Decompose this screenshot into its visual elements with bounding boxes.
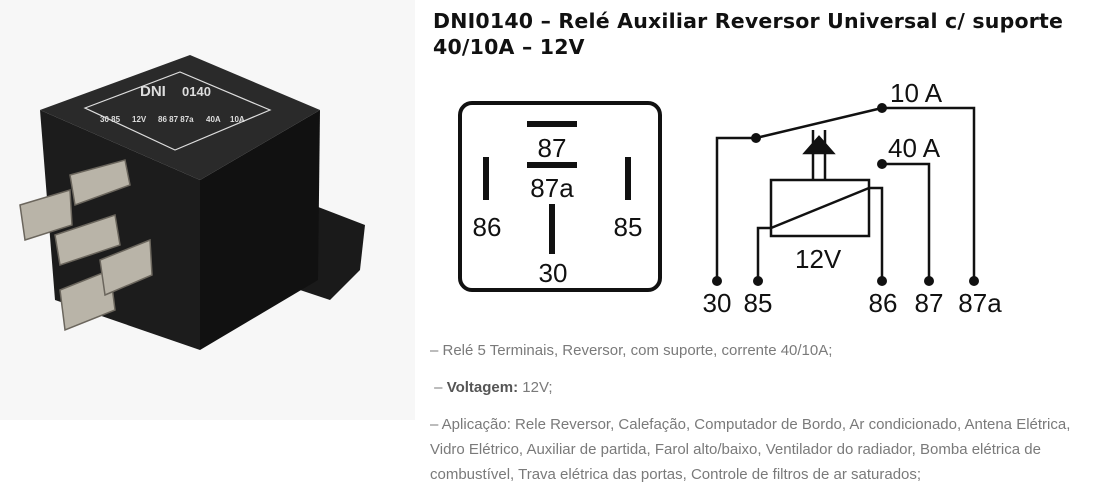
pin-label-87a: 87a <box>530 173 574 203</box>
description-application: – Aplicação: Rele Reversor, Calefação, C… <box>430 416 1071 483</box>
schematic-pin-30: 30 <box>703 288 732 318</box>
photo-model: 0140 <box>182 84 211 99</box>
voltage-prefix: – <box>434 379 447 396</box>
pin-label-85: 85 <box>614 212 643 242</box>
schematic-diagram <box>712 103 979 286</box>
schematic-pin-87a: 87a <box>958 288 1002 318</box>
relay-diagrams: 87 87a 86 85 30 10 A 40 A 12V 30 85 86 <box>458 78 1002 318</box>
product-title: DNI0140 – Relé Auxiliar Reversor Univers… <box>433 9 1064 59</box>
schematic-40a-label: 40 A <box>888 133 941 163</box>
photo-10a: 10A <box>230 115 245 124</box>
schematic-pin-87: 87 <box>915 288 944 318</box>
voltage-value: 12V; <box>518 379 553 396</box>
description-terminals: – Relé 5 Terminais, Reversor, com suport… <box>430 342 833 359</box>
schematic-10a-label: 10 A <box>890 78 943 108</box>
photo-left-pins: 30 85 <box>100 115 121 124</box>
photo-brand: DNI <box>140 83 166 100</box>
description-voltage: – Voltagem: 12V; <box>430 375 1090 400</box>
schematic-pin-86: 86 <box>869 288 898 318</box>
photo-right-pins: 86 87 87a <box>158 115 194 124</box>
pin-label-86: 86 <box>473 212 502 242</box>
voltage-label: Voltagem: <box>446 379 519 396</box>
schematic-pin-85: 85 <box>744 288 773 318</box>
photo-voltage: 12V <box>132 115 147 124</box>
pin-label-87: 87 <box>538 133 567 163</box>
schematic-coil-label: 12V <box>795 244 842 274</box>
photo-40a: 40A <box>206 115 221 124</box>
product-image: DNI 0140 30 85 12V 86 87 87a 40A 10A <box>0 0 415 420</box>
pinout-diagram: 87 87a 86 85 30 <box>458 101 662 292</box>
product-description: – Relé 5 Terminais, Reversor, com suport… <box>430 338 1090 499</box>
pin-label-30: 30 <box>539 258 568 288</box>
